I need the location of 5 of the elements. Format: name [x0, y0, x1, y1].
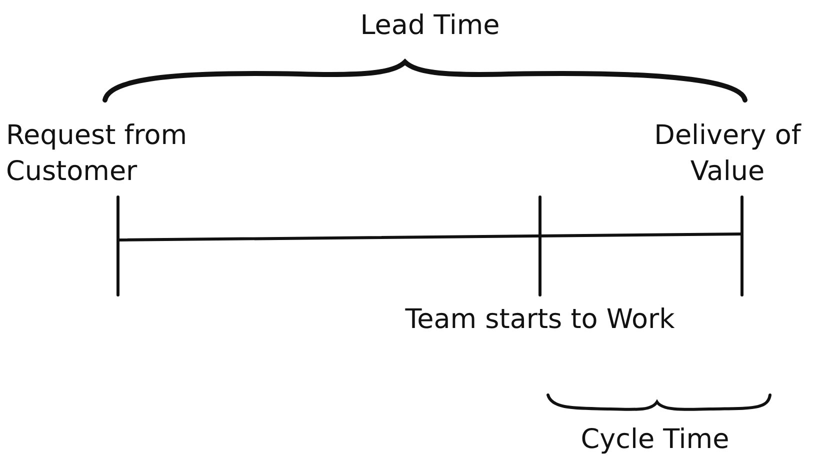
bracket-label: Cycle Time	[580, 423, 730, 457]
milestone-label: Team starts to Work	[404, 303, 676, 337]
milestone-label: Delivery of Value	[653, 119, 802, 189]
milestone-label: Request from Customer	[6, 119, 188, 189]
bracket-label: Lead Time	[359, 9, 501, 43]
